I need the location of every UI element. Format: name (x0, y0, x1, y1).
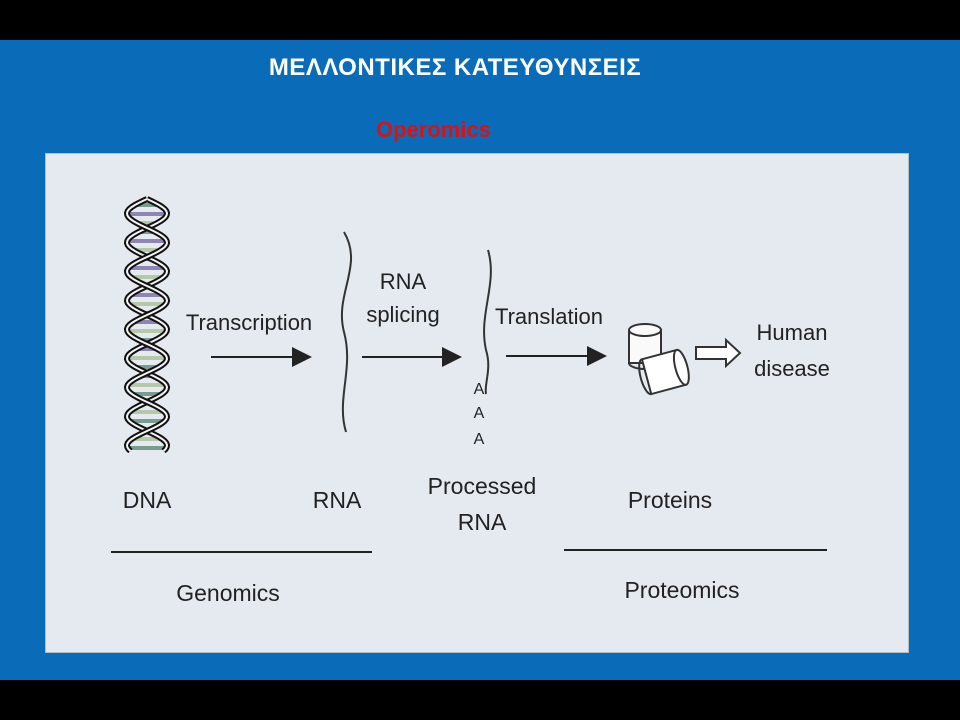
hollow-arrow-icon (695, 337, 742, 369)
poly-a-letter: A (474, 431, 485, 448)
transcription-label: Transcription (186, 310, 312, 335)
poly-a-letter: A (474, 405, 485, 422)
slide-subtitle: Operomics (376, 117, 491, 142)
processed-rna-strand-icon (483, 249, 492, 395)
rna-strand-icon (340, 231, 353, 433)
helix-backbone-highlight (125, 198, 169, 452)
human-disease-label-line1: Human (757, 320, 828, 345)
human-disease-label-line2: disease (754, 356, 830, 381)
processed-rna-label-line2: RNA (458, 509, 507, 535)
poly-a-letter: A (474, 381, 485, 398)
gene-expression-diagram: Transcription RNA splicing Translation H… (111, 196, 830, 606)
proteins-label: Proteins (628, 487, 712, 513)
processed-rna-label-line1: Processed (428, 473, 537, 499)
diagram-figure: Transcription RNA splicing Translation H… (45, 153, 909, 653)
helix-backbone-highlight (125, 198, 169, 452)
rna-label: RNA (313, 487, 362, 513)
rna-splicing-label-line1: RNA (380, 269, 427, 294)
translation-label: Translation (495, 304, 603, 329)
dna-label: DNA (123, 487, 172, 513)
rna-splicing-label-line2: splicing (366, 302, 439, 327)
proteins-icon (628, 323, 690, 396)
slide-title: ΜΕΛΛΟΝΤΙΚΕΣ ΚΑΤΕΥΘΥΝΣΕΙΣ (268, 54, 642, 81)
proteomics-label: Proteomics (624, 577, 739, 603)
dna-helix-icon (123, 196, 171, 454)
genomics-label: Genomics (176, 580, 280, 606)
